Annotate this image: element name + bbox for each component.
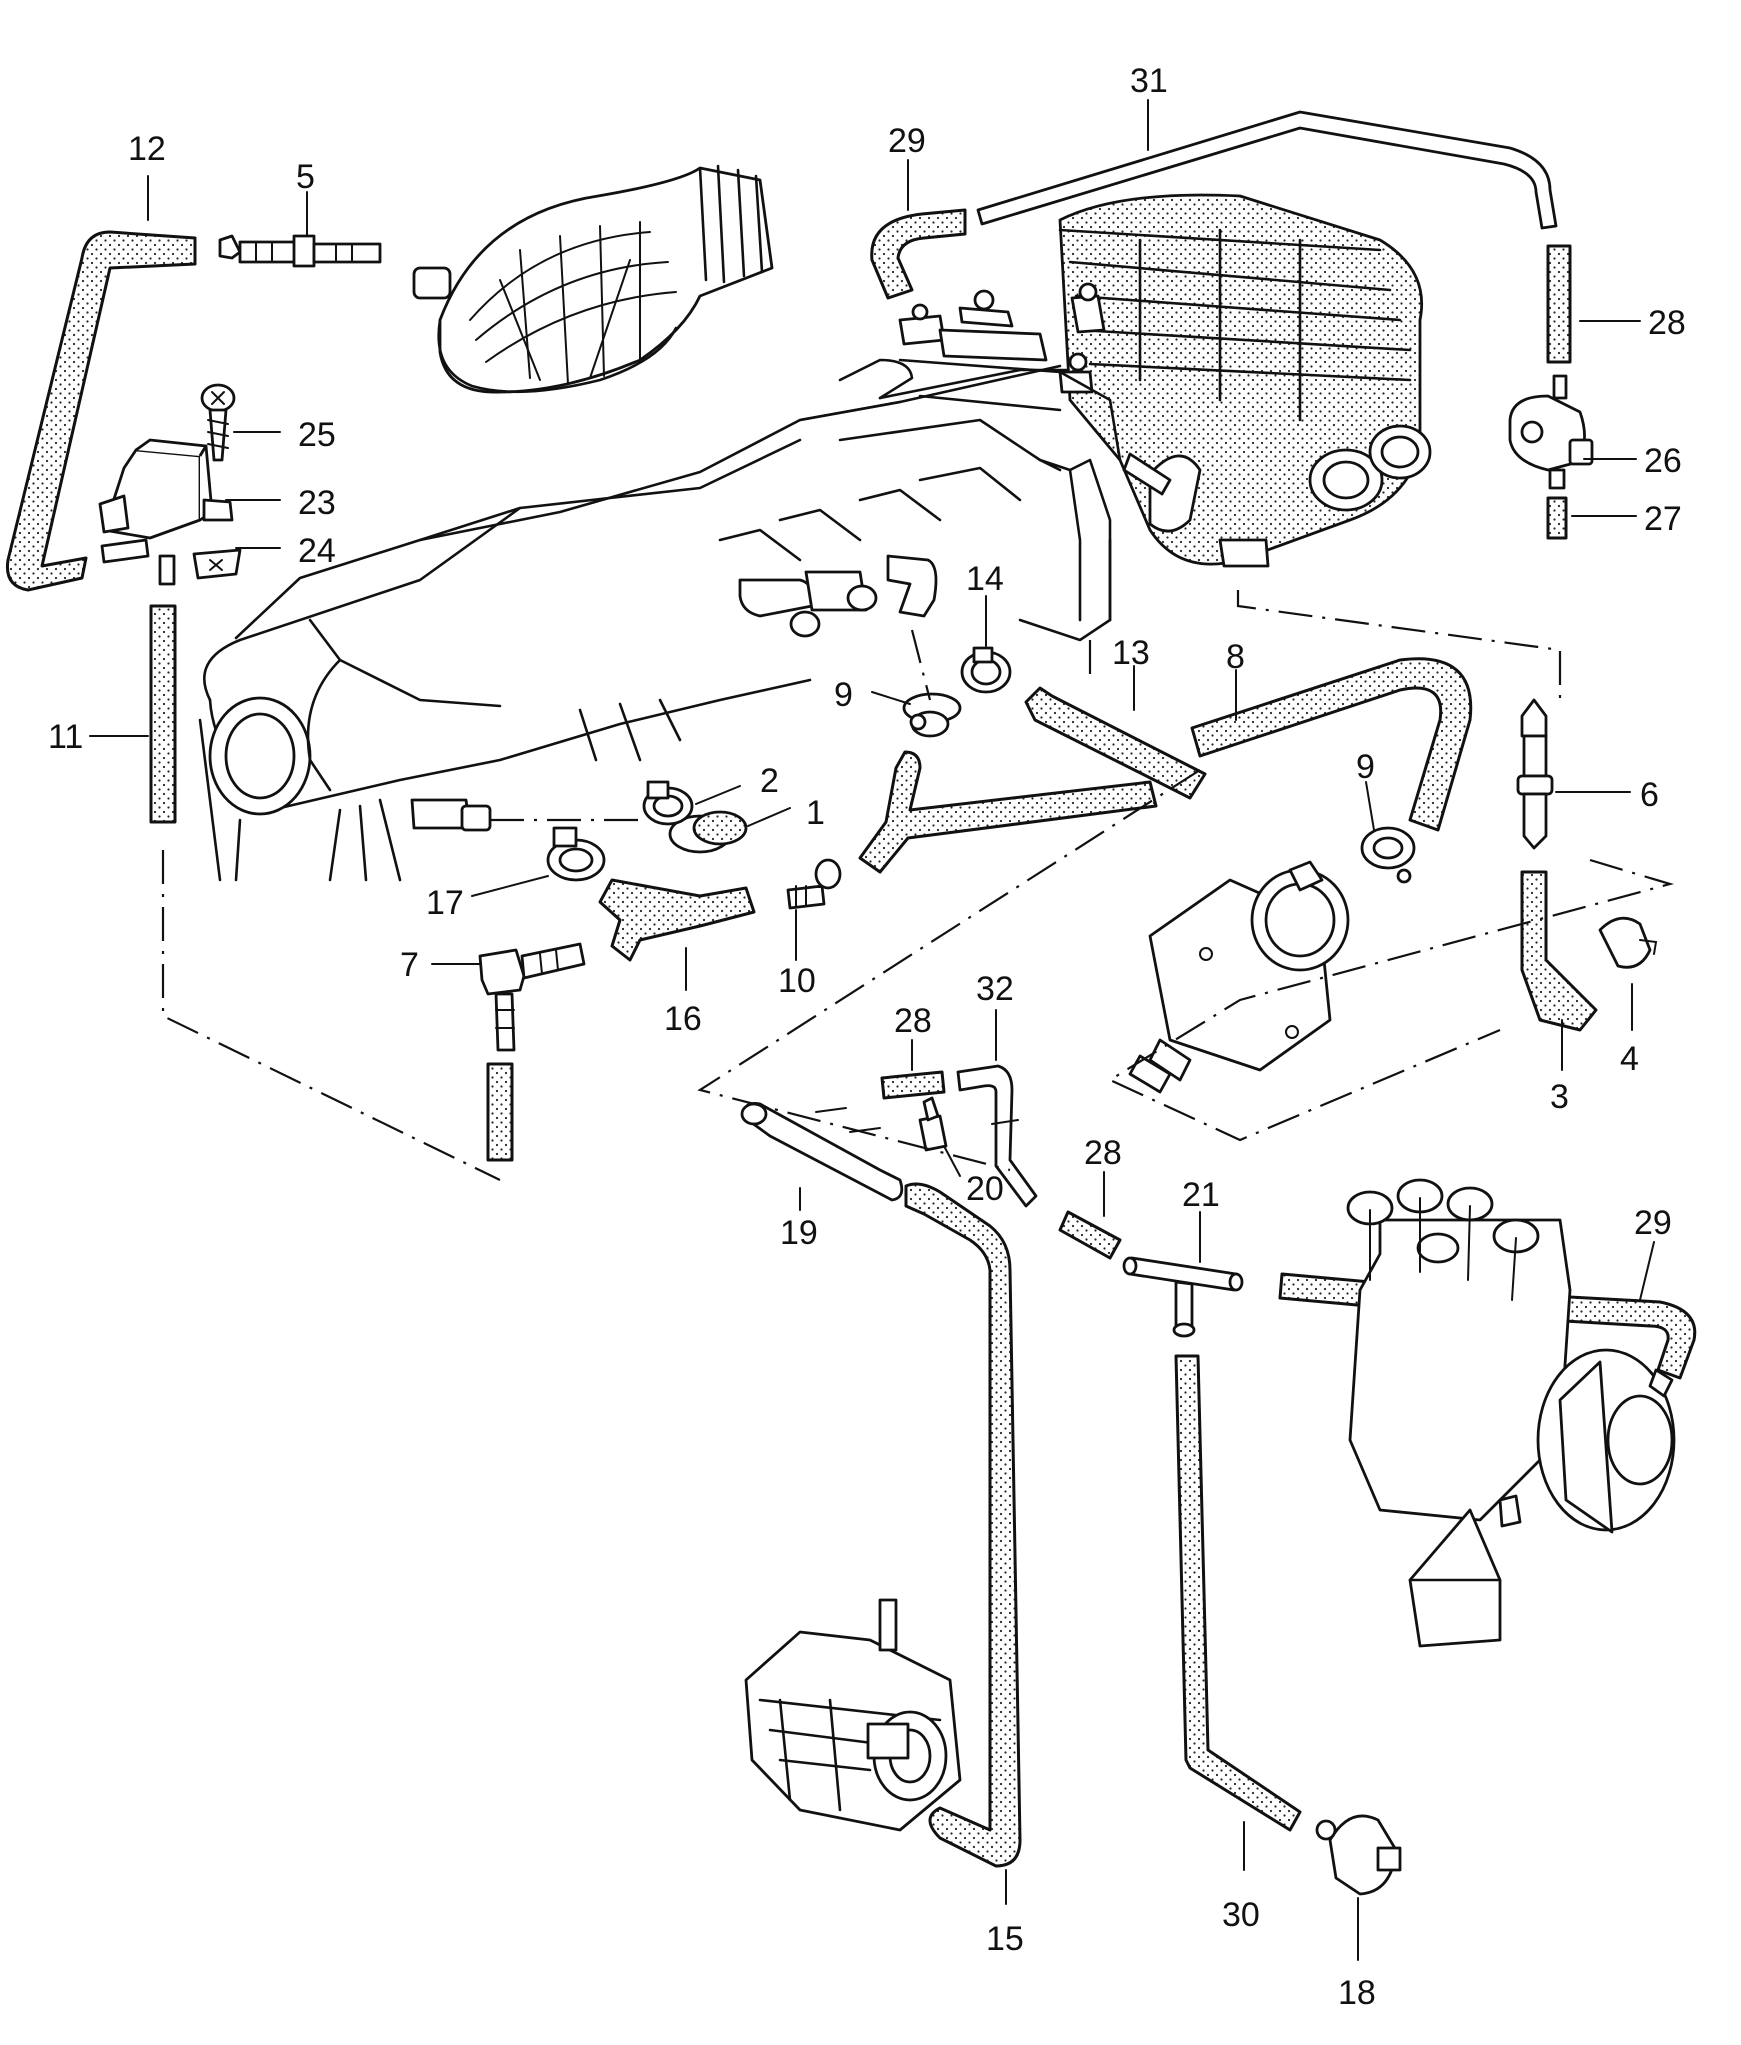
pipe-31 xyxy=(976,110,1558,230)
callout-23: 23 xyxy=(298,484,336,522)
hose-11 xyxy=(149,604,177,824)
hose-27 xyxy=(1546,496,1568,540)
callout-4: 4 xyxy=(1620,1040,1639,1078)
hose-28-top xyxy=(1546,244,1572,364)
callout-29b: 29 xyxy=(1634,1204,1672,1242)
callout-9a: 9 xyxy=(834,676,853,714)
callout-31: 31 xyxy=(1130,62,1168,100)
valve-18 xyxy=(1315,1814,1402,1896)
t-connector-21 xyxy=(1122,1256,1244,1338)
callout-19: 19 xyxy=(780,1214,818,1252)
cap-1 xyxy=(692,810,748,846)
callout-6: 6 xyxy=(1640,776,1659,814)
clamp-14 xyxy=(960,646,1012,694)
callout-5: 5 xyxy=(296,158,315,196)
part-10 xyxy=(786,858,842,910)
callout-28c: 28 xyxy=(1084,1134,1122,1172)
hose-8 xyxy=(1190,657,1473,832)
callout-17: 17 xyxy=(426,884,464,922)
callout-27: 27 xyxy=(1644,500,1682,538)
connector-5 xyxy=(218,234,382,268)
hose-15 xyxy=(904,1182,1022,1868)
clamp-17 xyxy=(546,826,606,882)
hose-9-lower xyxy=(858,750,1158,874)
callout-25: 25 xyxy=(298,416,336,454)
hose-12 xyxy=(5,230,197,592)
clamp-9 xyxy=(902,692,962,738)
hose-28-right xyxy=(1058,1210,1122,1260)
elbow-7 xyxy=(478,942,586,1052)
callout-8: 8 xyxy=(1226,638,1245,676)
callout-3: 3 xyxy=(1550,1078,1569,1116)
callout-26: 26 xyxy=(1644,442,1682,480)
clamp-4 xyxy=(1598,916,1658,969)
clamp-2 xyxy=(642,780,694,826)
callout-30: 30 xyxy=(1222,1896,1260,1934)
valve-26 xyxy=(1508,374,1594,490)
supercharger-housing xyxy=(898,193,1432,622)
leader-lines xyxy=(89,99,1655,1961)
bracket-24 xyxy=(192,548,242,580)
clamp-9b xyxy=(1360,826,1416,884)
callout-2: 2 xyxy=(760,762,779,800)
hose-7-short xyxy=(486,1062,514,1162)
callout-24: 24 xyxy=(298,532,336,570)
rod-19 xyxy=(740,1101,904,1202)
callout-28a: 28 xyxy=(1648,304,1686,342)
connector-6 xyxy=(1516,698,1554,850)
callout-13: 13 xyxy=(1112,634,1150,672)
callout-28b: 28 xyxy=(894,1002,932,1040)
grille-pattern xyxy=(469,221,677,385)
callout-14: 14 xyxy=(966,560,1004,598)
callout-1: 1 xyxy=(806,794,825,832)
callout-10: 10 xyxy=(778,962,816,1000)
pipe-32 xyxy=(956,1064,1038,1208)
intake-manifold xyxy=(198,358,1112,882)
callout-18: 18 xyxy=(1338,1974,1376,2012)
control-unit xyxy=(744,1598,962,1832)
intake-boot xyxy=(412,164,774,394)
hose-30 xyxy=(1174,1354,1302,1832)
distributor xyxy=(1346,1178,1676,1648)
callout-20: 20 xyxy=(966,1170,1004,1208)
callout-labels: 1 2 3 4 5 6 7 8 9 9 10 11 12 13 14 15 16… xyxy=(48,62,1686,2012)
callout-15: 15 xyxy=(986,1920,1024,1958)
hose-28-mid xyxy=(880,1070,946,1100)
callout-12: 12 xyxy=(128,130,166,168)
diaphragm-valve xyxy=(1128,860,1350,1094)
callout-32: 32 xyxy=(976,970,1014,1008)
hose-29-top xyxy=(870,208,967,300)
hose-3 xyxy=(1520,870,1598,1032)
callout-16: 16 xyxy=(664,1000,702,1038)
hose-16 xyxy=(598,878,756,962)
callout-9b: 9 xyxy=(1356,748,1375,786)
callout-21: 21 xyxy=(1182,1176,1220,1214)
callout-29a: 29 xyxy=(888,122,926,160)
screw-25 xyxy=(200,383,236,462)
valve-23 xyxy=(98,438,234,586)
hose-13 xyxy=(1024,686,1207,800)
nipple-20 xyxy=(918,1096,948,1152)
dash-dot-reference-lines xyxy=(161,590,1675,1181)
callout-7: 7 xyxy=(400,946,419,984)
callout-11: 11 xyxy=(48,718,83,756)
